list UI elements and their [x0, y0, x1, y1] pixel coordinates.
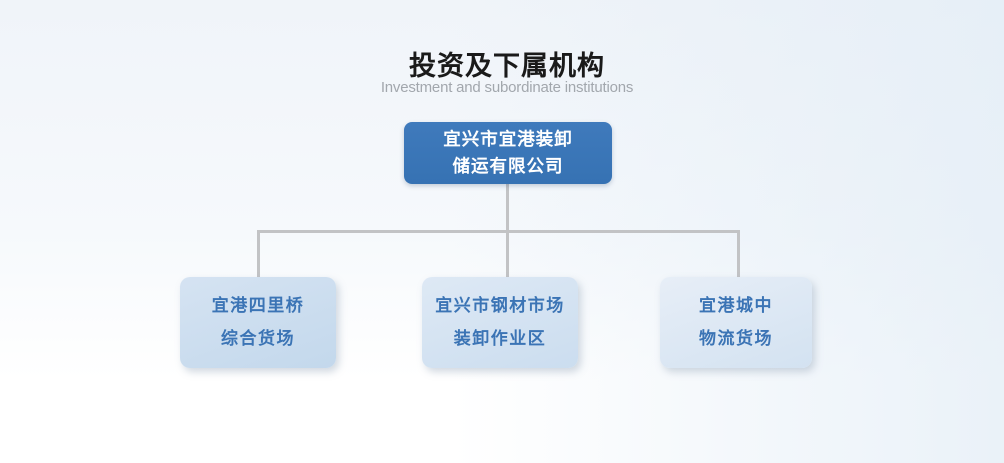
org-node-child-3-line1: 宜港城中	[699, 296, 773, 315]
org-node-root: 宜兴市宜港装卸 储运有限公司	[404, 122, 612, 184]
connector-middle-vertical	[506, 230, 509, 278]
org-node-child-3: 宜港城中 物流货场	[660, 277, 812, 368]
connector-horizontal	[257, 230, 740, 233]
org-node-child-1-line1: 宜港四里桥	[211, 296, 305, 315]
org-node-child-2: 宜兴市钢材市场 装卸作业区	[422, 277, 578, 368]
connector-root-vertical	[506, 184, 509, 232]
section-title: 投资及下属机构	[409, 51, 605, 81]
connector-left-vertical	[257, 230, 260, 278]
org-node-root-line1: 宜兴市宜港装卸	[443, 129, 573, 149]
connector-right-vertical	[737, 230, 740, 278]
section-subtitle: Investment and subordinate institutions	[380, 79, 634, 96]
org-node-child-1-line2: 综合货场	[221, 329, 295, 348]
org-node-child-2-line1: 宜兴市钢材市场	[435, 296, 565, 315]
org-node-child-2-line2: 装卸作业区	[453, 329, 547, 348]
org-node-child-3-line2: 物流货场	[699, 329, 773, 348]
org-node-root-line2: 储运有限公司	[452, 156, 564, 176]
org-node-child-1: 宜港四里桥 综合货场	[180, 277, 336, 368]
